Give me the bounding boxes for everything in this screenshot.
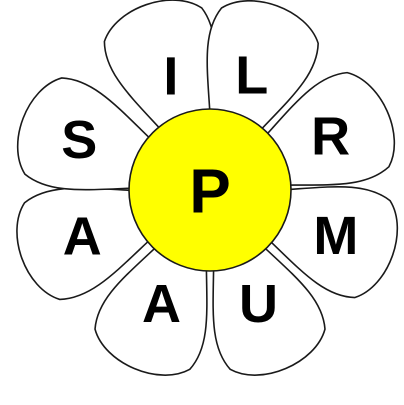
petal-letter: U [239, 274, 278, 334]
center-letter: P [189, 158, 230, 227]
petal-letter: R [311, 106, 350, 166]
petal-letter: L [235, 45, 268, 105]
petal-letter: M [313, 206, 358, 266]
petal-letter: S [61, 110, 97, 170]
petal-letter: A [63, 207, 102, 267]
petal-letter: I [163, 47, 178, 107]
petal-letter: A [142, 274, 181, 334]
